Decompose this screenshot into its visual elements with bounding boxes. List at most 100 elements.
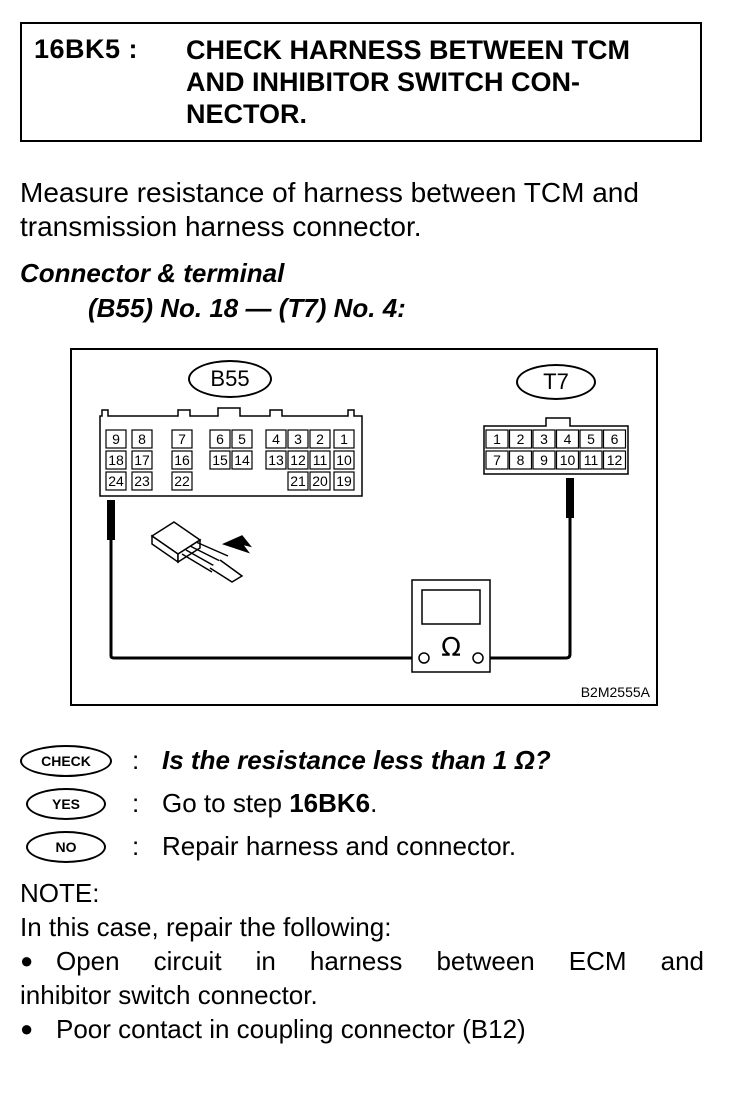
yes-text: Go to step 16BK6. — [162, 788, 377, 819]
note-heading: NOTE: — [20, 878, 100, 908]
yes-step-link[interactable]: 16BK6 — [289, 788, 371, 818]
pin-number: 8 — [517, 452, 525, 468]
connector-title: Connector & terminal — [20, 258, 285, 288]
t7-label: T7 — [516, 364, 596, 400]
check-row: CHECK : Is the resistance less than 1 Ω? — [20, 745, 720, 785]
bullet-line: Poor contact in coupling connector (B12) — [56, 1014, 526, 1044]
pin-cell — [579, 429, 603, 449]
pin-cell — [309, 471, 331, 491]
pin-cell — [171, 429, 193, 449]
pin-number: 10 — [336, 452, 352, 468]
pin-number: 13 — [268, 452, 284, 468]
pin-cell — [105, 429, 127, 449]
bullet-dot: ● — [20, 948, 34, 973]
pin-cell — [485, 450, 509, 470]
diagram-code: B2M2555A — [580, 684, 650, 700]
intro-line: Measure resistance of harness between TC… — [20, 177, 639, 208]
check-colon: : — [132, 745, 140, 775]
pin-cell — [508, 429, 533, 449]
pin-number: 7 — [178, 431, 186, 447]
pin-cell — [309, 429, 331, 449]
pin-number: 3 — [540, 431, 548, 447]
yes-row: YES : Go to step 16BK6. — [20, 788, 720, 828]
left-wire — [109, 540, 424, 660]
no-text: Repair harness and connector. — [162, 831, 517, 861]
step-title-line: CHECK HARNESS BETWEEN TCM — [186, 35, 631, 65]
pin-number: 8 — [138, 431, 146, 447]
pin-cell — [602, 450, 627, 470]
intro-line: transmission harness connector. — [20, 211, 422, 242]
pin-cell — [287, 450, 309, 470]
pin-cell — [171, 471, 193, 491]
pin-cell — [333, 450, 355, 470]
yes-badge: YES — [26, 788, 106, 820]
pin-cell — [105, 471, 127, 491]
bullet-dot: ● — [20, 1016, 34, 1041]
step-title-line: NECTOR. — [186, 99, 308, 129]
pin-cell — [333, 471, 355, 491]
pin-number: 12 — [607, 452, 623, 468]
pin-cell — [231, 429, 253, 449]
check-question: Is the resistance less than 1 Ω? — [162, 745, 551, 775]
pin-cell — [265, 429, 287, 449]
pin-number: 16 — [174, 452, 190, 468]
pin-number: 6 — [611, 431, 619, 447]
pin-number: 4 — [564, 431, 572, 447]
pin-cell — [579, 450, 603, 470]
pin-number: 21 — [290, 473, 306, 489]
pin-number: 5 — [587, 431, 595, 447]
pin-cell — [231, 450, 253, 470]
pin-cell — [287, 471, 309, 491]
right-wire — [484, 518, 572, 660]
pin-cell — [333, 429, 355, 449]
pin-number: 20 — [312, 473, 328, 489]
pin-cell — [532, 429, 556, 449]
connector-spec: (B55) No. 18 — (T7) No. 4: — [88, 293, 406, 323]
pin-cell — [508, 450, 533, 470]
left-probe — [107, 500, 115, 540]
pin-number: 2 — [316, 431, 324, 447]
no-row: NO : Repair harness and connector. — [20, 831, 720, 871]
pin-number: 23 — [134, 473, 150, 489]
pin-cell — [265, 450, 287, 470]
note-bullet: ● Poor contact in coupling connector (B1… — [20, 1012, 704, 1046]
pin-cell — [485, 429, 509, 449]
pin-cell — [131, 471, 153, 491]
bullet-continuation: inhibitor switch connector. — [20, 980, 318, 1010]
pin-cell — [105, 450, 127, 470]
ohmmeter: Ω — [411, 579, 491, 673]
pin-number: 15 — [212, 452, 228, 468]
pin-number: 9 — [540, 452, 548, 468]
pin-cell — [171, 450, 193, 470]
yes-colon: : — [132, 788, 140, 818]
pin-number: 6 — [216, 431, 224, 447]
note-section: NOTE: In this case, repair the following… — [20, 876, 704, 1046]
pin-cell — [131, 450, 153, 470]
note-bullet: ● Open circuit in harness between ECM an… — [20, 944, 704, 978]
pin-cell — [209, 450, 231, 470]
pin-number: 3 — [294, 431, 302, 447]
pin-number: 2 — [517, 431, 525, 447]
note-intro: In this case, repair the following: — [20, 912, 392, 942]
pin-number: 12 — [290, 452, 306, 468]
pin-number: 11 — [584, 452, 599, 468]
pin-number: 17 — [134, 452, 150, 468]
pin-number: 14 — [234, 452, 250, 468]
step-title-line: AND INHIBITOR SWITCH CON- — [186, 67, 580, 97]
yes-prefix: Go to step — [162, 788, 290, 818]
step-title: CHECK HARNESS BETWEEN TCM AND INHIBITOR … — [186, 34, 696, 130]
pin-number: 11 — [313, 452, 328, 468]
b55-connector — [99, 407, 363, 497]
intro-text: Measure resistance of harness between TC… — [20, 176, 720, 244]
connector-plug-icon — [150, 521, 252, 583]
yes-suffix: . — [370, 788, 378, 818]
pin-cell — [209, 429, 231, 449]
pin-number: 1 — [493, 431, 501, 447]
step-code: 16BK5 : — [34, 34, 139, 64]
pin-number: 4 — [272, 431, 280, 447]
pin-number: 18 — [108, 452, 124, 468]
